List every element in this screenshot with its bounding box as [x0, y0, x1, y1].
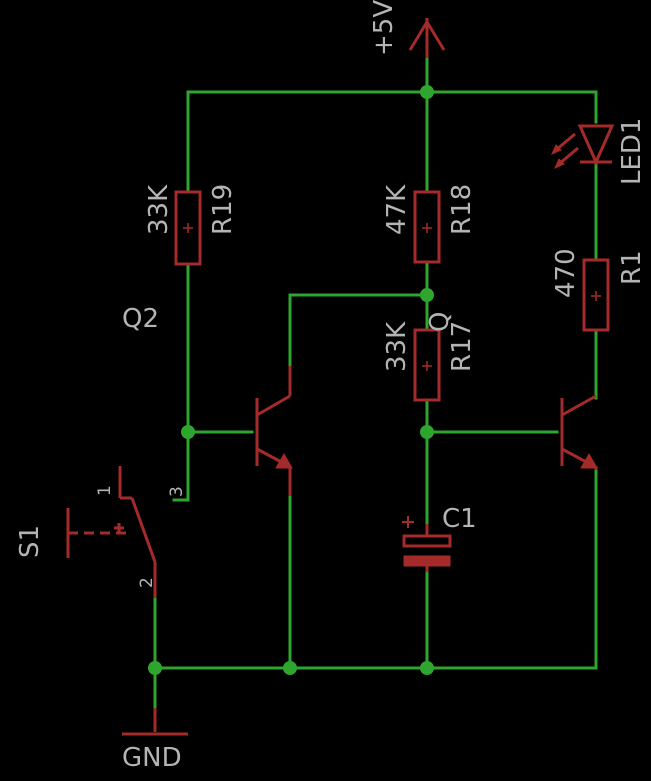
ground-symbol: GND: [122, 708, 188, 773]
r19-ref: R19: [208, 184, 238, 235]
led-ray: [555, 132, 576, 152]
r1-value: 470: [551, 248, 581, 298]
vcc-label: +5V: [369, 0, 399, 56]
r1-ref: R1: [617, 250, 647, 285]
gnd-label: GND: [122, 743, 182, 773]
vcc-arrow-head: [408, 19, 446, 51]
vcc-supply-symbol: +5V: [369, 0, 446, 58]
switch-blade: [130, 497, 157, 563]
q2-collector-leg: [256, 394, 291, 417]
s1-ref: S1: [15, 525, 45, 558]
r17-ref: R17: [447, 321, 477, 372]
r18-ref: R18: [447, 184, 477, 235]
led-symbol: LED1: [551, 118, 647, 185]
transistor-q1: Q: [425, 312, 598, 470]
capacitor-plate-top: [402, 534, 452, 548]
q1-emitter-arrow: [580, 452, 598, 469]
resistor-r17: 33K R17: [382, 321, 477, 402]
junction-dot: [148, 661, 162, 675]
junction-dot: [283, 661, 297, 675]
q1-ref: Q: [425, 312, 455, 332]
r17-value: 33K: [382, 321, 412, 372]
resistor-r1: 470 R1: [551, 248, 647, 332]
resistor-body: [413, 190, 441, 264]
resistor-body: [413, 328, 441, 402]
junction-dot: [420, 288, 434, 302]
capacitor-c1: C1: [402, 504, 477, 572]
s1-pin2-label: 2: [137, 577, 157, 588]
junction-dot: [181, 425, 195, 439]
c1-ref: C1: [442, 504, 477, 534]
junction-dot: [420, 85, 434, 99]
switch-s1: 1 2 S1: [15, 466, 157, 598]
r18-value: 47K: [382, 184, 412, 235]
resistor-r19: 33K R19: [144, 184, 238, 266]
wires: [153, 30, 598, 710]
junctions: [148, 85, 434, 675]
q2-ref: Q2: [122, 304, 159, 334]
led-triangle: [577, 124, 615, 166]
led-ray: [558, 146, 579, 166]
q2-pin3-label: 3: [167, 486, 187, 497]
resistor-body: [174, 190, 202, 266]
q2-emitter-arrow: [275, 452, 293, 469]
resistor-r18: 47K R18: [382, 184, 477, 264]
r19-value: 33K: [144, 184, 174, 235]
led1-ref: LED1: [617, 118, 647, 185]
s1-pin1-label: 1: [95, 485, 115, 496]
junction-dot: [420, 661, 434, 675]
junction-dot: [420, 425, 434, 439]
capacitor-plate-bottom: [403, 555, 451, 567]
q1-collector-leg: [561, 394, 597, 417]
transistor-q2: Q2 3: [122, 304, 293, 497]
resistor-body: [582, 258, 610, 332]
